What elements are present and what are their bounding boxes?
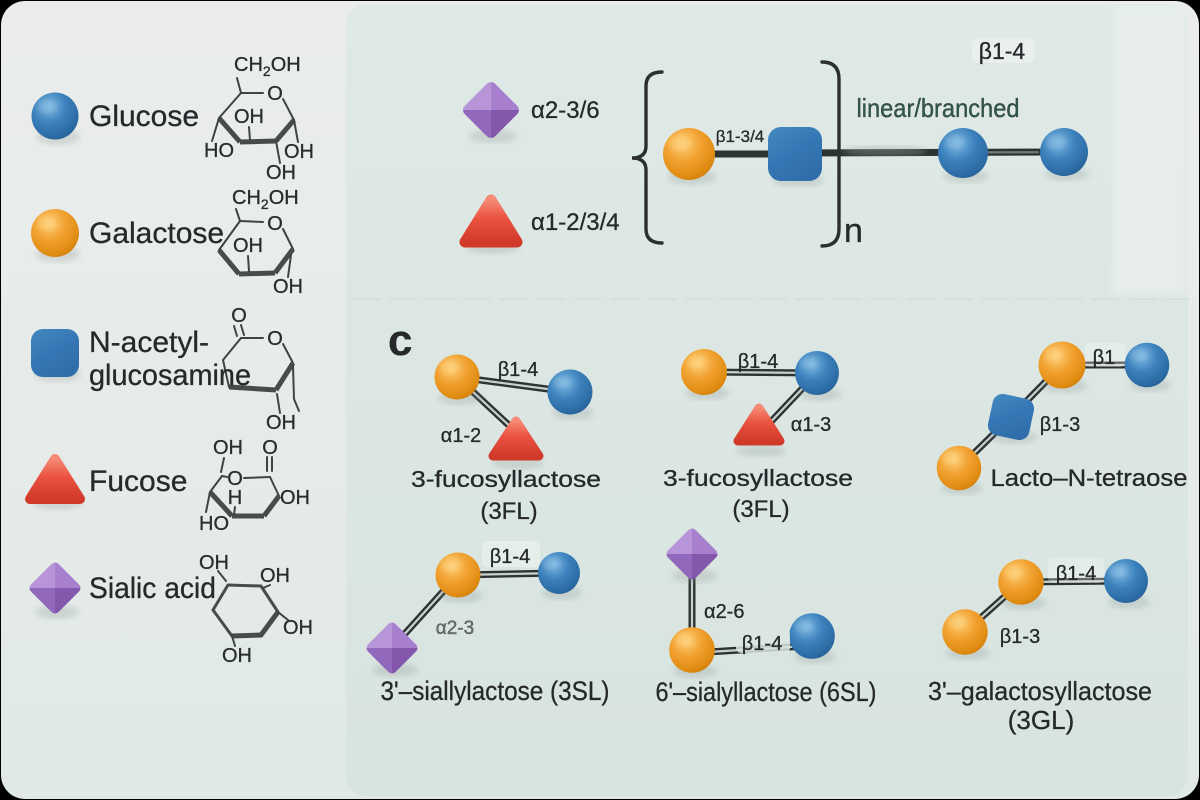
svg-text:β1-4: β1-4: [742, 633, 782, 655]
svg-text:HO: HO: [204, 140, 234, 162]
svg-text:β1-4: β1-4: [490, 546, 530, 568]
svg-text:O: O: [231, 305, 247, 327]
svg-text:6'–sialyllactose (6SL): 6'–sialyllactose (6SL): [656, 677, 877, 707]
svg-text:O: O: [227, 468, 243, 490]
svg-text:β1-4: β1-4: [498, 359, 538, 381]
svg-text:β1-4: β1-4: [738, 351, 778, 373]
svg-text:H: H: [228, 487, 242, 509]
svg-text:c: c: [388, 316, 412, 365]
svg-text:β1-3: β1-3: [1040, 414, 1080, 436]
svg-text:(3GL): (3GL): [1008, 705, 1074, 735]
svg-text:(3FL): (3FL): [480, 498, 537, 525]
svg-text:O: O: [267, 213, 283, 235]
svg-text:O: O: [267, 83, 283, 105]
svg-text:3'–galactosyllactose: 3'–galactosyllactose: [928, 676, 1152, 706]
svg-text:β1-3/4: β1-3/4: [716, 127, 765, 146]
svg-text:OH: OH: [273, 276, 303, 298]
svg-text:α1-2: α1-2: [441, 425, 481, 447]
svg-text:O: O: [267, 328, 283, 350]
svg-text:Lacto–N-tetraose: Lacto–N-tetraose: [991, 465, 1188, 492]
svg-text:OH: OH: [233, 235, 263, 257]
svg-text:α2-3/6: α2-3/6: [531, 97, 600, 124]
svg-text:glucosamine: glucosamine: [89, 359, 251, 392]
svg-text:OH: OH: [266, 162, 296, 184]
svg-text:n: n: [844, 212, 863, 250]
svg-text:3-fucosyllactose: 3-fucosyllactose: [411, 466, 601, 492]
svg-text:CH2OH: CH2OH: [234, 54, 301, 79]
svg-text:O: O: [262, 437, 278, 459]
svg-text:α2-3: α2-3: [436, 618, 474, 639]
svg-text:β1-3: β1-3: [1000, 626, 1040, 648]
svg-text:OH: OH: [260, 565, 290, 587]
svg-text:OH: OH: [199, 552, 229, 574]
svg-text:OH: OH: [284, 141, 314, 163]
svg-text:Fucose: Fucose: [89, 465, 187, 498]
svg-text:OH: OH: [280, 487, 310, 509]
svg-text:OH: OH: [234, 106, 264, 128]
svg-text:3-fucosyllactose: 3-fucosyllactose: [663, 465, 853, 491]
svg-text:α1-2/3/4: α1-2/3/4: [531, 209, 620, 236]
svg-text:OH: OH: [266, 412, 296, 434]
svg-text:(3FL): (3FL): [732, 496, 789, 523]
svg-text:HO: HO: [199, 513, 229, 535]
svg-text:OH: OH: [213, 437, 243, 459]
svg-text:Galactose: Galactose: [89, 217, 224, 250]
svg-text:β1-4: β1-4: [979, 38, 1026, 64]
svg-text:N-acetyl-: N-acetyl-: [89, 326, 209, 359]
svg-text:β1-4: β1-4: [1056, 563, 1096, 585]
svg-text:β1: β1: [1093, 347, 1116, 369]
svg-text:OH: OH: [283, 617, 313, 639]
svg-text:Sialic acid: Sialic acid: [89, 572, 216, 605]
svg-text:α2-6: α2-6: [704, 601, 744, 623]
svg-text:OH: OH: [222, 645, 252, 667]
svg-text:3'–siallylactose (3SL): 3'–siallylactose (3SL): [381, 676, 610, 706]
svg-text:linear/branched: linear/branched: [857, 93, 1020, 123]
svg-text:Glucose: Glucose: [89, 100, 199, 133]
svg-text:α1-3: α1-3: [791, 414, 831, 436]
